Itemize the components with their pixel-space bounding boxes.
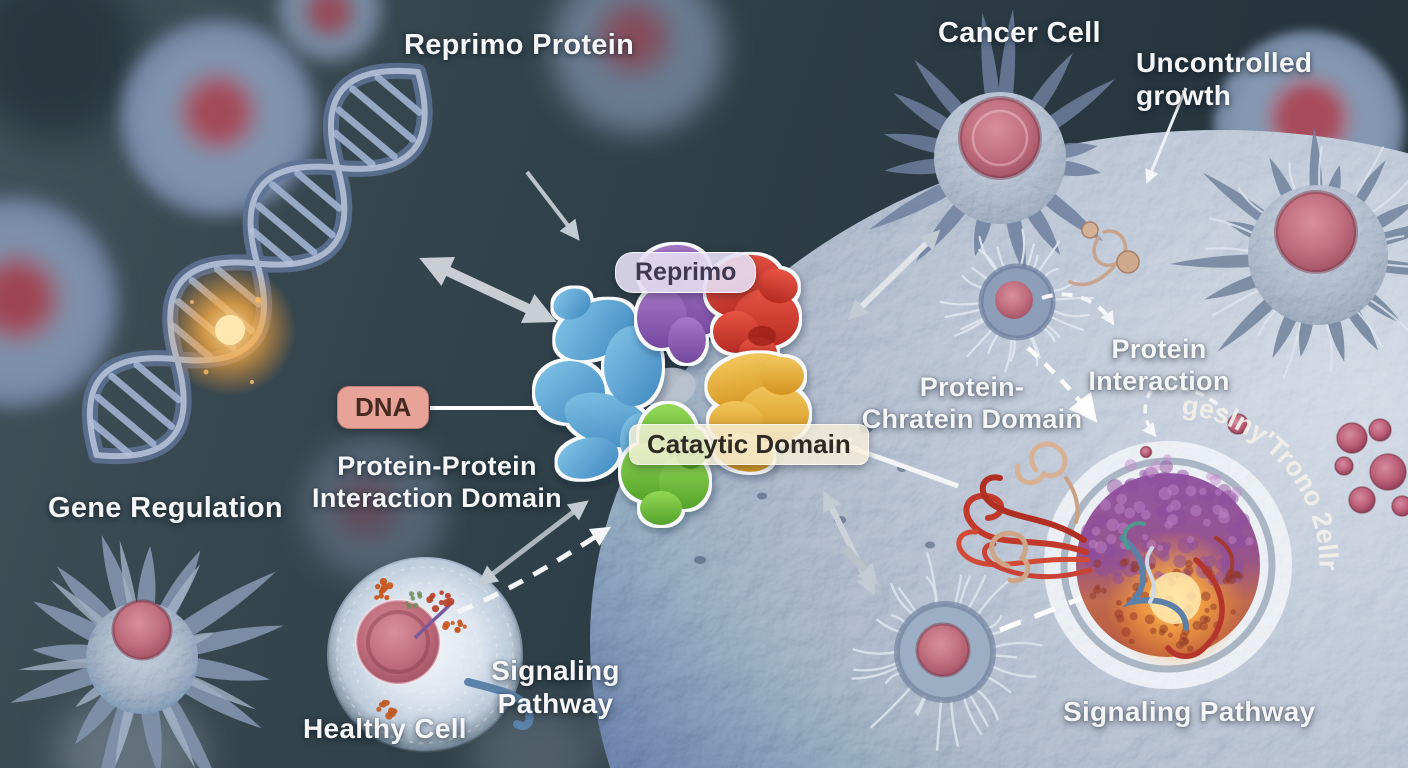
healthy-cell-proteins [374, 577, 467, 720]
ribbon-proteins [956, 441, 1093, 584]
arrow-dna-protein [419, 256, 557, 324]
dashed-line-cell-to-nucleus [999, 595, 1083, 633]
dna-glow [164, 264, 296, 396]
nucleus-ribbon-teal [1122, 521, 1146, 550]
label-signaling-pathway-right: Signaling Pathway [1063, 696, 1316, 727]
nucleus-ribbon-blue [1119, 535, 1189, 631]
label-protein-interaction: Protein Interaction [1088, 334, 1230, 396]
label-cancer-cell: Cancer Cell [938, 17, 1101, 49]
badge-reprimo: Reprimo [615, 252, 757, 293]
arrow-protein-cancer [847, 229, 941, 321]
label-uncontrolled-growth: Uncontrolled growth [1136, 47, 1313, 112]
arrow-double-signaling [477, 500, 589, 586]
dendritic-cell [10, 534, 284, 768]
growth-curl [1068, 221, 1140, 287]
arrow-label-to-protein [525, 170, 580, 241]
badge-catalytic-domain: Cataytic Domain [629, 424, 869, 465]
label-signaling-pathway-left: Signaling Pathway [491, 655, 620, 720]
nucleus-ribbon-light [1144, 546, 1157, 604]
arrows [419, 87, 1228, 633]
label-ppi-domain: Protein-Protein Interaction Domain [312, 451, 562, 513]
healthy-cell-nucleus [356, 600, 440, 684]
cancer-nucleus [1044, 441, 1292, 689]
healthy-cell-tail [464, 678, 534, 730]
cancer-bud-right [1169, 128, 1408, 380]
label-protein-domain: Protein- Chratein Domain [861, 372, 1083, 434]
badge-dna: DNA [337, 386, 430, 429]
nucleus-ribbon-red [1165, 557, 1225, 659]
dashed-curve-to-vesicle [1163, 386, 1228, 414]
dashed-arrow-membrane [1041, 292, 1115, 326]
dashed-arrow-to-nucleus [1026, 346, 1098, 423]
dashed-arrow-interaction-down [1142, 388, 1157, 438]
background-cell [118, 18, 318, 218]
line-uncontrolled-growth [1145, 87, 1188, 184]
dna-helix [81, 62, 433, 465]
arrow-to-small-cell [842, 545, 879, 585]
label-reprimo-protein: Reprimo Protein [404, 29, 635, 61]
label-healthy-cell: Healthy Cell [303, 713, 467, 744]
vesicles [1139, 413, 1408, 517]
dashed-arrow-healthy-to-cancer [457, 526, 612, 615]
label-gene-regulation: Gene Regulation [48, 492, 283, 524]
